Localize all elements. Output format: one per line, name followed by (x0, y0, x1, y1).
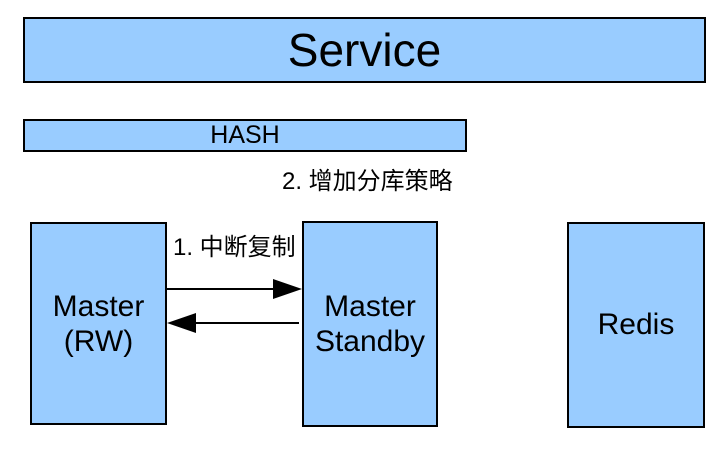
arrow-right-head (273, 279, 302, 299)
annotation-interrupt-replication: 1. 中断复制 (173, 234, 296, 261)
node-redis-label: Redis (597, 308, 675, 341)
node-master-standby: Master Standby (302, 221, 438, 427)
node-master-rw-label: Master (RW) (52, 289, 145, 358)
node-service-label: Service (287, 24, 442, 76)
node-master-rw: Master (RW) (30, 222, 167, 425)
node-hash-label: HASH (210, 121, 280, 149)
node-redis: Redis (567, 222, 705, 428)
arrow-master-standby-to-master-rw (167, 313, 299, 333)
annotation-sharding-strategy: 2. 增加分库策略 (282, 168, 453, 195)
arrow-left-head (167, 313, 196, 333)
node-master-standby-label: Master Standby (314, 290, 426, 358)
arrow-master-rw-to-master-standby (167, 279, 302, 299)
node-hash: HASH (23, 119, 467, 152)
node-service: Service (23, 17, 706, 83)
